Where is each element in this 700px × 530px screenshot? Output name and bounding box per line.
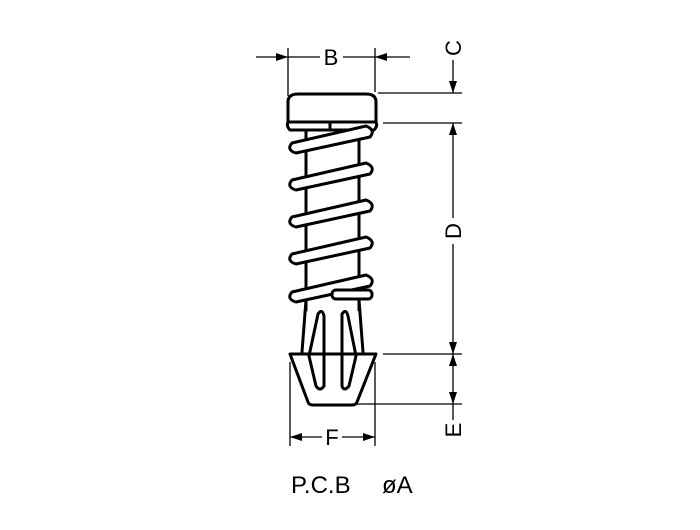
dimension-f: F xyxy=(289,362,376,450)
label-d: D xyxy=(441,223,466,239)
caption: P.C.B øA xyxy=(291,472,413,499)
dimension-b: B xyxy=(256,45,410,96)
caption-pcb: P.C.B xyxy=(291,472,351,499)
label-f: F xyxy=(325,425,338,450)
label-e: E xyxy=(441,423,466,438)
dimension-d: D xyxy=(441,123,466,354)
dimension-c: C xyxy=(378,40,466,124)
label-c: C xyxy=(441,40,466,56)
label-b: B xyxy=(324,45,339,70)
cap xyxy=(286,92,378,124)
snap-legs xyxy=(288,298,378,407)
dimension-e: E xyxy=(356,353,466,438)
spacer-part xyxy=(285,92,379,407)
spring xyxy=(288,124,374,304)
caption-hole-diameter: øA xyxy=(382,472,413,499)
